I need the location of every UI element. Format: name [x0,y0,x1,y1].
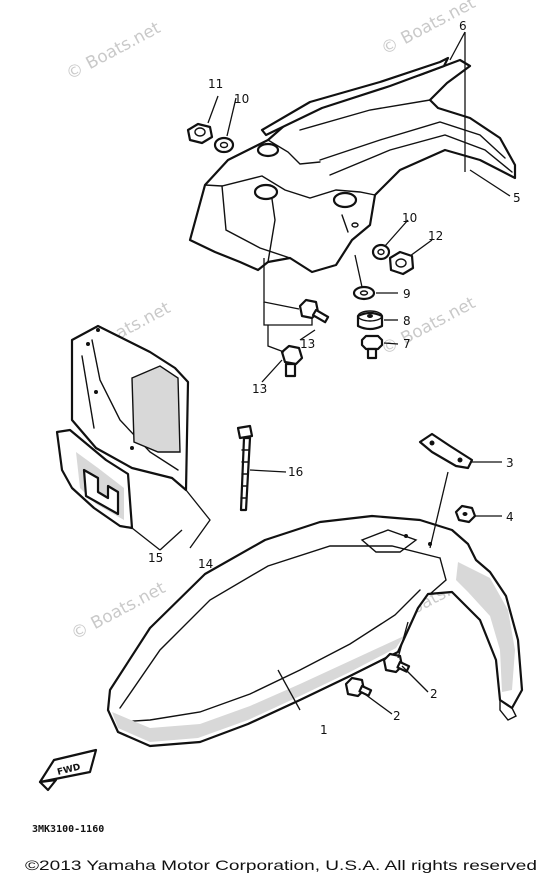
callout-6: 6 [459,19,467,33]
diagram-code: 3MK3100-1160 [32,824,104,835]
callout-9: 9 [403,287,411,301]
nut-part-13-upper [186,122,214,145]
callout-13-upper: 11 [208,77,223,91]
callout-1: 1 [320,723,328,737]
bolt-part-7 [360,334,384,360]
fwd-arrow-icon: FWD [38,748,98,792]
bolt-part-11 [298,298,330,324]
callout-7: 7 [403,337,411,351]
bolt-part-12 [280,344,304,378]
callout-2-lower: 2 [393,709,401,723]
front-fender-part-1 [106,514,524,748]
washer-part-10-right [371,243,391,261]
watermark-1: © Boats.net [63,18,164,85]
nut-part-13-right [388,250,415,276]
callout-15: 15 [148,551,163,565]
callout-16: 16 [288,465,303,479]
callout-14: 14 [198,557,213,571]
washer-part-9 [352,285,376,301]
callout-8: 8 [403,314,411,328]
callout-2-upper: 2 [430,687,438,701]
callout-10-upper: 10 [234,92,249,106]
callout-labels: 11 10 6 5 10 12 9 8 7 13 13 16 3 4 15 14… [148,19,521,737]
rear-fender-part-5 [188,58,517,274]
decal-part-15 [55,428,134,530]
callout-11: 13 [300,337,315,351]
cable-tie-part-16 [236,424,254,512]
leader-lines [131,31,511,715]
callout-4: 4 [506,510,514,524]
callout-3: 3 [506,456,514,470]
callout-5: 5 [513,191,521,205]
trim-strip-part-6 [260,56,450,137]
callout-12: 13 [252,382,267,396]
callout-10-right: 10 [402,211,417,225]
callout-13-right: 12 [428,229,443,243]
bolt-part-2-lower [344,676,373,698]
nut-part-4 [454,504,477,524]
copyright-notice: ©2013 Yamaha Motor Corporation, U.S.A. A… [25,857,537,873]
bracket-part-3 [418,432,474,470]
grommet-part-8 [356,310,384,331]
watermark-4: © Boats.net [378,293,479,360]
washer-part-10-upper [213,136,235,154]
number-plate-part-14 [70,324,190,492]
